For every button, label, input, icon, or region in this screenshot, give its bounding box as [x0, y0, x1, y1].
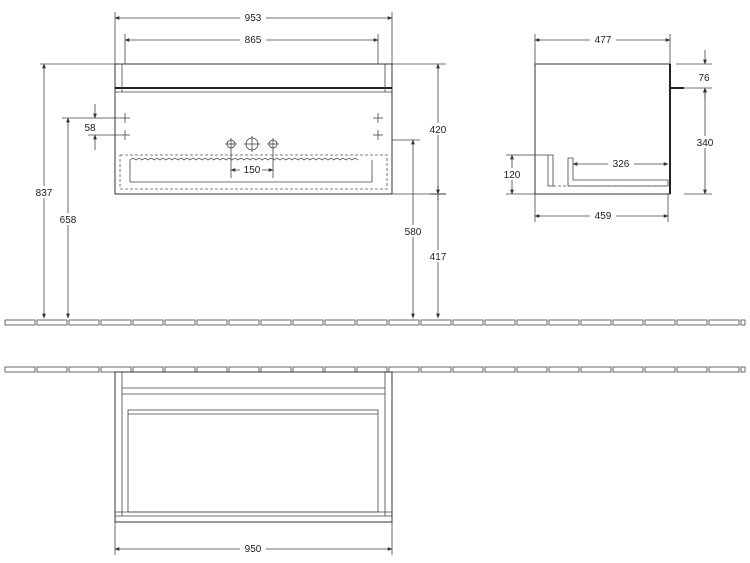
floor-line-lower [4, 366, 746, 373]
floor-tile [484, 319, 516, 326]
dim-340: 340 [697, 138, 714, 149]
floor-tile [260, 319, 292, 326]
floor-tile [4, 366, 36, 373]
floor-tile [196, 319, 228, 326]
floor-tile [36, 319, 68, 326]
plan-drawer [127, 409, 379, 513]
floor-tile [4, 319, 36, 326]
drawer-front [119, 154, 388, 190]
floor-tile [612, 319, 644, 326]
cabinet-outline [114, 63, 393, 195]
floor-tile [644, 319, 676, 326]
dim-150: 150 [244, 165, 261, 176]
floor-tile [516, 366, 548, 373]
floor-tile [612, 366, 644, 373]
dim-459: 459 [595, 211, 612, 222]
floor-tile [260, 366, 292, 373]
floor-tile [292, 319, 324, 326]
side-view: 477 76 340 120 326 459 [501, 34, 716, 222]
floor-tile [580, 319, 612, 326]
floor-tile [740, 319, 746, 326]
dim-420: 420 [430, 125, 447, 136]
floor-tile [548, 319, 580, 326]
floor-tile [484, 366, 516, 373]
dim-950: 950 [245, 544, 262, 555]
floor-tile [68, 319, 100, 326]
floor-tile [228, 366, 260, 373]
floor-tile [356, 319, 388, 326]
dim-953: 953 [245, 13, 262, 24]
floor-tile [228, 319, 260, 326]
dim-477: 477 [595, 35, 612, 46]
floor-tile [644, 366, 676, 373]
front-view: 150 953 865 837 658 58 42 [33, 12, 449, 319]
floor-tile [420, 366, 452, 373]
floor-tile [36, 366, 68, 373]
floor-tile [292, 366, 324, 373]
dim-658: 658 [60, 215, 77, 226]
floor-tile [132, 319, 164, 326]
dim-58: 58 [84, 123, 96, 134]
drawer-wave [129, 158, 359, 161]
floor-tile [196, 366, 228, 373]
floor-tile [452, 366, 484, 373]
floor-tile [356, 366, 388, 373]
floor-line-upper [4, 319, 746, 326]
tap-holes [225, 136, 279, 152]
floor-tile [420, 319, 452, 326]
dim-580: 580 [405, 227, 422, 238]
floor-tile [676, 319, 708, 326]
dim-76: 76 [698, 73, 710, 84]
floor-tile [324, 366, 356, 373]
dim-837: 837 [36, 188, 53, 199]
dim-120: 120 [504, 170, 521, 181]
dim-417: 417 [430, 252, 447, 263]
floor-tile [388, 319, 420, 326]
plan-outline [114, 371, 393, 523]
floor-tile [324, 319, 356, 326]
floor-tile [100, 319, 132, 326]
floor-tile [708, 366, 740, 373]
dim-326: 326 [613, 159, 630, 170]
floor-tile [164, 319, 196, 326]
floor-tile [516, 319, 548, 326]
floor-tile [68, 366, 100, 373]
dim-865: 865 [245, 35, 262, 46]
floor-tile [164, 366, 196, 373]
mounting-marks [120, 113, 383, 140]
floor-tile [580, 366, 612, 373]
floor-tile [548, 366, 580, 373]
floor-tile [740, 366, 746, 373]
plan-view: 950 [114, 371, 393, 555]
floor-tile [708, 319, 740, 326]
floor-tile [132, 366, 164, 373]
side-outline [534, 63, 671, 195]
floor-tile [452, 319, 484, 326]
floor-tile [100, 366, 132, 373]
floor-tile [676, 366, 708, 373]
floor-tile [388, 366, 420, 373]
